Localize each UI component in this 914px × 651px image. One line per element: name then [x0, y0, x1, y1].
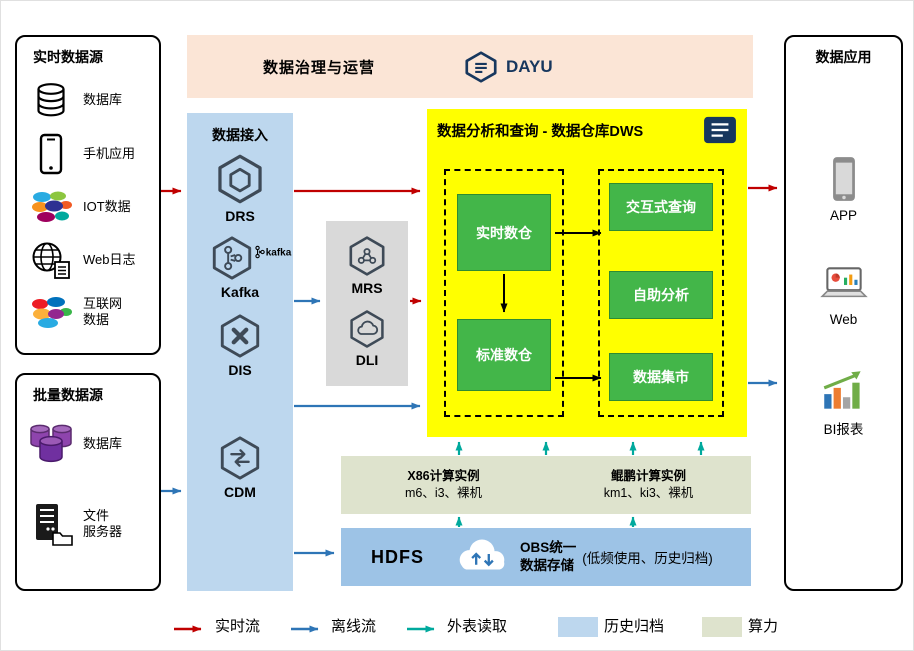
compute-swatch [702, 617, 742, 637]
bi-report-icon [823, 371, 861, 409]
legend-compute-label: 算力 [748, 618, 779, 635]
file-server-icon [27, 501, 75, 547]
service-label: Kafka [220, 284, 260, 300]
cdm-icon [220, 436, 260, 480]
service-cdm: CDM [187, 435, 293, 500]
realtime-sources-title: 实时数据源 [33, 49, 103, 65]
applications-panel: 数据应用 APP Web [784, 35, 903, 591]
web-icon [819, 267, 868, 298]
source-label: 数据库 [83, 435, 123, 451]
ingestion-title: 数据接入 [212, 127, 268, 143]
list-item: Web [786, 265, 901, 327]
list-item: APP [786, 155, 901, 223]
kunpeng-title: 鲲鹏计算实例 [610, 468, 686, 483]
app-icon [832, 157, 855, 201]
obs-label: OBS统一 数据存储 [520, 540, 577, 573]
compute-panel: X86计算实例 m6、i3、裸机 鲲鹏计算实例 km1、ki3、裸机 [341, 456, 751, 514]
list-item: BI报表 [786, 369, 901, 438]
governance-banner: 数据治理与运营 DAYU [187, 35, 753, 98]
purple-database-icon [27, 421, 75, 467]
ingestion-panel: 数据接入 DRS kafka [187, 113, 293, 591]
service-dli: DLI [326, 309, 408, 368]
obs-cloud-icon [450, 534, 514, 581]
batch-sources-title: 批量数据源 [33, 387, 103, 403]
offline-flow-arrow [290, 622, 328, 641]
query-group [598, 169, 724, 417]
legend-realtime-label: 实时流 [215, 618, 261, 635]
realtime-flow-arrow [173, 622, 211, 641]
external-read-arrow [406, 622, 444, 641]
source-label: IOT数据 [83, 198, 131, 214]
interactive-query-box: 交互式查询 [609, 183, 713, 231]
processing-panel: MRS DLI [326, 221, 408, 386]
standard-warehouse-box: 标准数仓 [457, 319, 551, 391]
applications-title: 数据应用 [815, 49, 872, 65]
batch-sources-panel: 批量数据源 数据库 [15, 373, 161, 591]
application-label: BI报表 [823, 422, 864, 437]
service-label: DRS [225, 208, 255, 224]
kunpeng-spec: km1、ki3、裸机 [603, 486, 694, 500]
kafka-logo: kafka [253, 243, 293, 266]
source-label: 互联网 数据 [83, 295, 123, 327]
legend-offline-label: 离线流 [331, 618, 377, 635]
list-item: IOT数据 [27, 184, 157, 230]
service-kafka: kafka Kafka [187, 235, 293, 300]
source-label: 文件 服务器 [83, 507, 123, 539]
source-label: 手机应用 [83, 145, 136, 161]
service-label: DLI [355, 352, 379, 368]
archive-swatch [558, 617, 598, 637]
web-log-icon [27, 237, 75, 283]
list-item: 数据库 [27, 421, 157, 467]
list-item: 数据库 [27, 77, 157, 123]
dws-ledger-icon [701, 115, 739, 150]
kafka-icon [212, 236, 252, 280]
obs-note: (低频使用、历史归档) [582, 551, 713, 566]
service-dis: DIS [187, 313, 293, 378]
mrs-icon [349, 236, 385, 276]
list-item: 文件 服务器 [27, 501, 157, 547]
x86-compute: X86计算实例 m6、i3、裸机 [341, 456, 546, 514]
service-label: DIS [228, 362, 252, 378]
service-label: CDM [224, 484, 256, 500]
self-service-analysis-box: 自助分析 [609, 271, 713, 319]
drs-icon [218, 154, 262, 204]
application-label: Web [829, 312, 858, 327]
dayu-logo: DAYU [463, 50, 553, 83]
dayu-icon [465, 50, 497, 83]
legend-archive-label: 历史归档 [604, 618, 665, 635]
storage-panel: HDFS OBS统一 数据存储 (低频使用、历史归档) [341, 528, 751, 586]
list-item: Web日志 [27, 237, 157, 283]
dws-title: 数据分析和查询 - 数据仓库DWS [437, 124, 644, 140]
warehouse-group [444, 169, 564, 417]
realtime-sources-panel: 实时数据源 数据库 手机应用 [15, 35, 161, 355]
dli-icon [350, 310, 384, 348]
application-label: APP [829, 208, 857, 223]
phone-icon [27, 131, 75, 177]
source-label: 数据库 [83, 91, 123, 107]
list-item: 互联网 数据 [27, 289, 157, 335]
source-label: Web日志 [83, 251, 136, 267]
iot-icon [27, 184, 75, 230]
kafka-logo-text: kafka [266, 248, 292, 259]
list-item: 手机应用 [27, 131, 157, 177]
service-label: MRS [351, 280, 383, 296]
legend-external-label: 外表读取 [447, 618, 508, 635]
dis-icon [220, 314, 260, 358]
service-drs: DRS [187, 153, 293, 224]
x86-spec: m6、i3、裸机 [404, 486, 483, 500]
x86-title: X86计算实例 [407, 468, 480, 483]
internet-data-icon [27, 289, 75, 335]
hdfs-label: HDFS [371, 546, 424, 567]
dayu-label: DAYU [506, 56, 553, 76]
database-icon [27, 77, 75, 123]
realtime-warehouse-box: 实时数仓 [457, 194, 551, 271]
dws-panel: 数据分析和查询 - 数据仓库DWS 实时数仓 标准数仓 交互式查询 自助分析 数… [427, 109, 747, 437]
service-mrs: MRS [326, 235, 408, 296]
banner-title: 数据治理与运营 [263, 59, 376, 76]
kunpeng-compute: 鲲鹏计算实例 km1、ki3、裸机 [546, 456, 751, 514]
data-mart-box: 数据集市 [609, 353, 713, 401]
